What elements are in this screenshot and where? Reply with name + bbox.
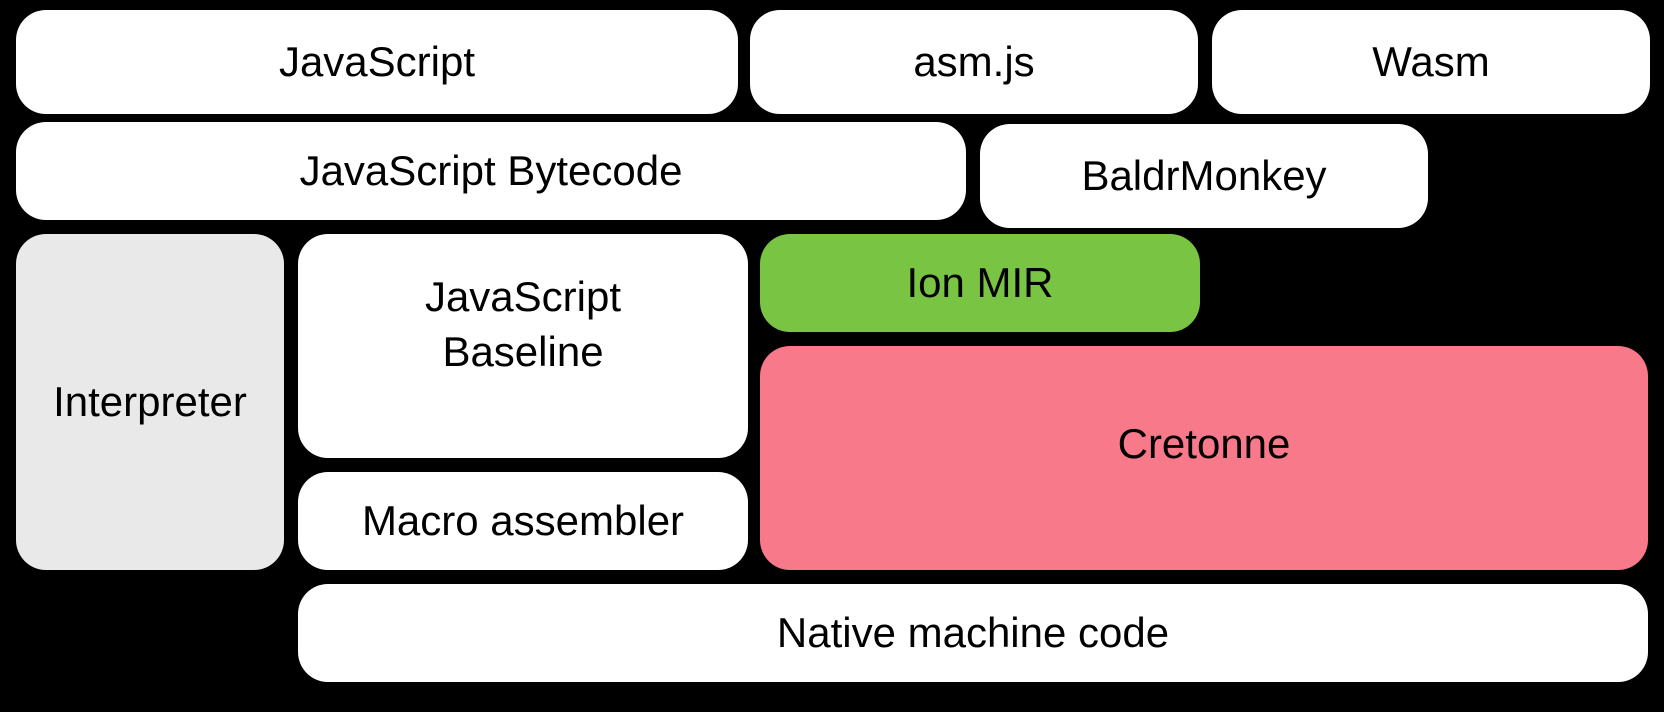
box-macro-assembler: Macro assembler	[298, 472, 748, 570]
box-asmjs: asm.js	[750, 10, 1198, 114]
box-interpreter: Interpreter	[16, 234, 284, 570]
box-javascript: JavaScript	[16, 10, 738, 114]
box-native-machine-code: Native machine code	[298, 584, 1648, 682]
box-cretonne: Cretonne	[760, 346, 1648, 570]
box-ion-mir: Ion MIR	[760, 234, 1200, 332]
box-javascript-baseline: JavaScript Baseline	[298, 234, 748, 458]
box-javascript-bytecode: JavaScript Bytecode	[16, 122, 966, 220]
box-wasm: Wasm	[1212, 10, 1650, 114]
box-baldrmonkey: BaldrMonkey	[980, 124, 1428, 228]
